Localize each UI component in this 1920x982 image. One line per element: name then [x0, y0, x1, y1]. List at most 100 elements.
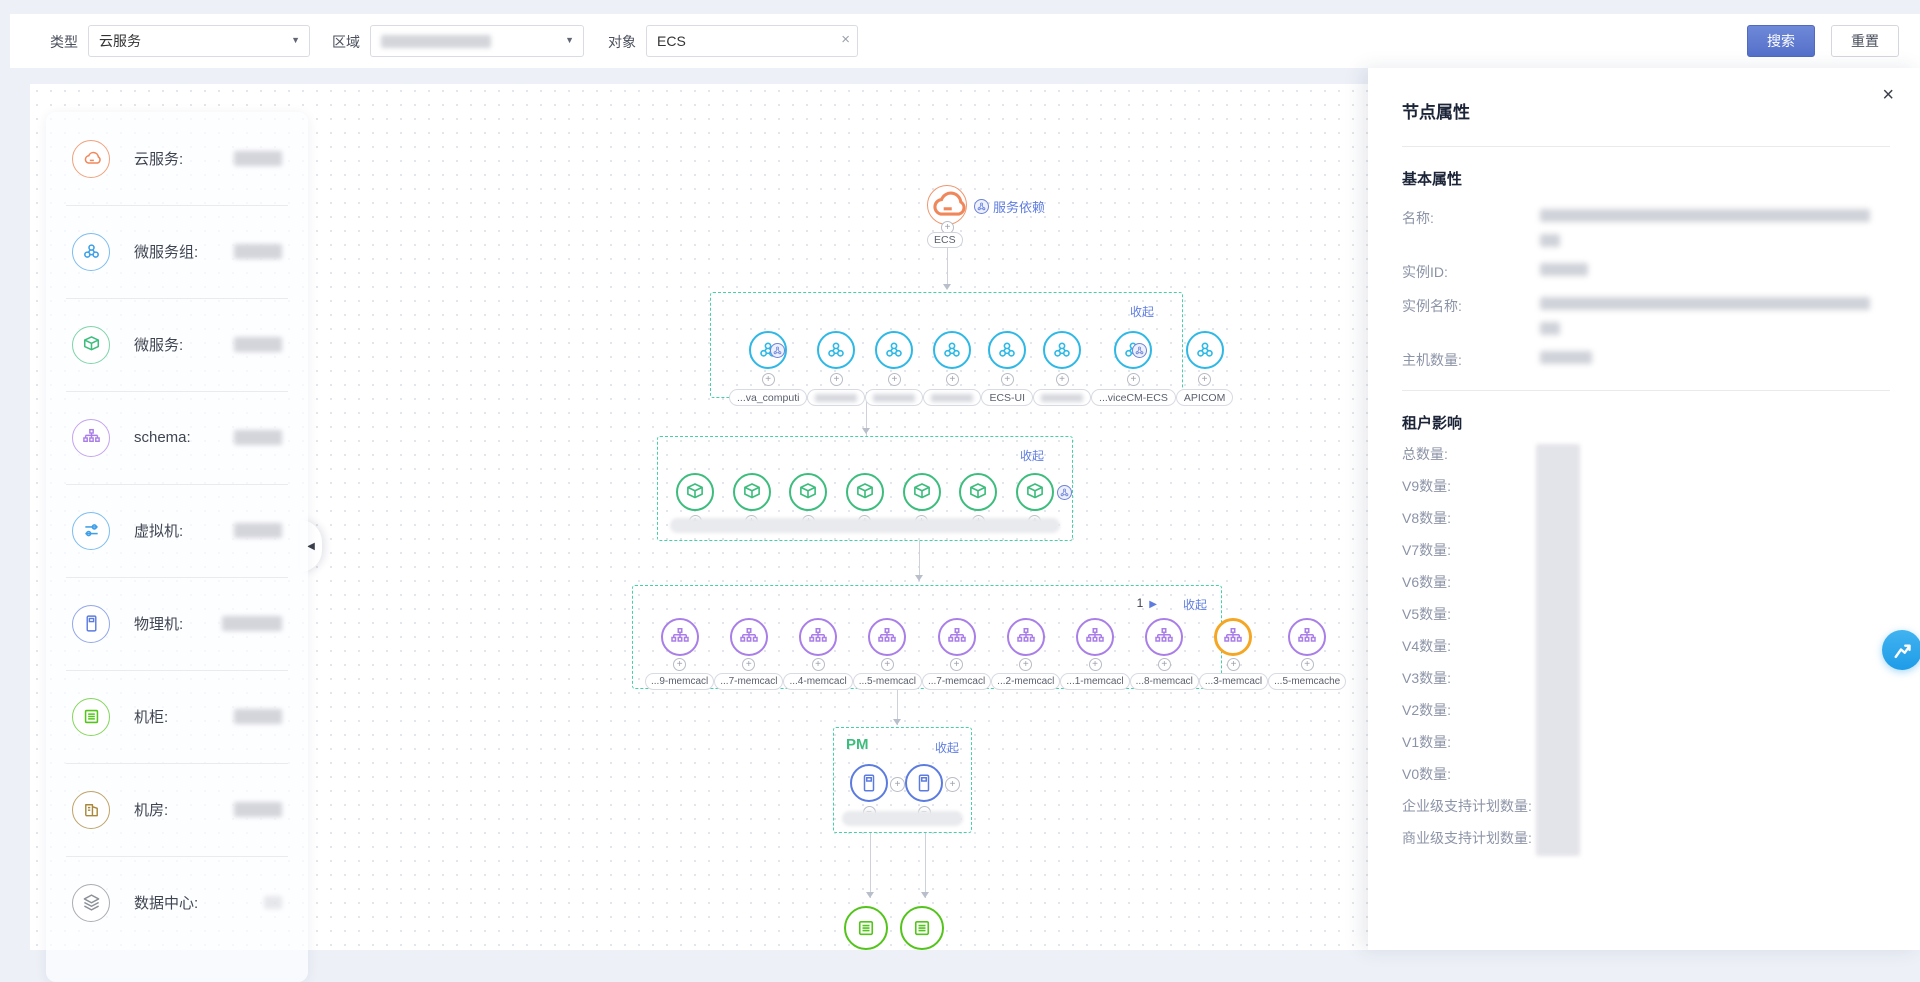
microservice-icon: [685, 482, 705, 502]
microservice-group-node[interactable]: [875, 331, 913, 369]
sidebar-item-microservice[interactable]: 微服务:: [46, 298, 308, 391]
schema-node[interactable]: [1145, 618, 1183, 656]
schema-node[interactable]: [938, 618, 976, 656]
schema-node[interactable]: [1076, 618, 1114, 656]
sidebar-item-machine-room[interactable]: 机房:: [46, 763, 308, 856]
physical-machine-node[interactable]: [850, 764, 888, 802]
collapse-link[interactable]: 收起: [1020, 447, 1044, 464]
schema-icon: [739, 627, 759, 647]
node: + ...7-memcacl: [714, 618, 783, 690]
expand-icon[interactable]: +: [881, 658, 894, 671]
next-page-icon[interactable]: ▶: [1149, 599, 1157, 610]
microservice-group-node[interactable]: [817, 331, 855, 369]
pager[interactable]: 1▶: [1137, 596, 1157, 610]
expand-icon[interactable]: +: [1056, 373, 1069, 386]
schema-node[interactable]: [730, 618, 768, 656]
trend-arrows-icon: [1892, 640, 1912, 660]
collapse-link[interactable]: 收起: [935, 739, 959, 756]
relation-badge-icon[interactable]: [770, 343, 785, 358]
schema-icon: [808, 627, 828, 647]
microservice-group-icon: [884, 340, 904, 360]
relation-badge-icon[interactable]: [1057, 485, 1072, 500]
expand-icon[interactable]: +: [950, 658, 963, 671]
object-input[interactable]: [647, 26, 857, 56]
node-labels-masked: [842, 811, 963, 826]
schema-node[interactable]: [799, 618, 837, 656]
schema-node[interactable]: [661, 618, 699, 656]
expand-icon[interactable]: +: [762, 373, 775, 386]
expand-icon[interactable]: +: [888, 373, 901, 386]
microservice-node[interactable]: [733, 473, 771, 511]
collapse-link[interactable]: 收起: [1130, 303, 1154, 320]
pm-box: PM 收起 + − + −: [833, 727, 972, 833]
value-masked: [1540, 234, 1560, 247]
expand-icon[interactable]: +: [1198, 373, 1211, 386]
expand-right-icon[interactable]: +: [945, 777, 960, 792]
schema-node[interactable]: [1007, 618, 1045, 656]
sidebar-item-physical-machine[interactable]: 物理机:: [46, 577, 308, 670]
edge-arrow-icon: [921, 892, 929, 898]
value-masked: [1540, 297, 1870, 310]
sidebar-item-microservice-group[interactable]: 微服务组:: [46, 205, 308, 298]
tenant-label: V6数量:: [1402, 572, 1451, 592]
type-select[interactable]: 云服务 ▼: [88, 25, 310, 57]
count-masked: [234, 802, 282, 817]
expand-icon[interactable]: +: [742, 658, 755, 671]
search-button[interactable]: 搜索: [1747, 25, 1815, 57]
region-select[interactable]: ▼: [370, 25, 584, 57]
rack-icon: [912, 918, 932, 938]
expand-icon[interactable]: +: [1127, 373, 1140, 386]
schema-icon: [877, 627, 897, 647]
service-dependency-tag[interactable]: 服务依赖: [974, 197, 1045, 216]
sidebar-item-virtual-machine[interactable]: 虚拟机:: [46, 484, 308, 577]
microservice-node[interactable]: [846, 473, 884, 511]
expand-icon[interactable]: +: [946, 373, 959, 386]
sidebar-item-datacenter[interactable]: 数据中心:: [46, 856, 308, 949]
rack-node[interactable]: [844, 906, 888, 950]
expand-icon[interactable]: +: [1301, 658, 1314, 671]
relation-badge-icon[interactable]: [1132, 343, 1147, 358]
expand-icon[interactable]: +: [1089, 658, 1102, 671]
expand-icon[interactable]: +: [1158, 658, 1171, 671]
expand-icon[interactable]: +: [830, 373, 843, 386]
tenant-label: V1数量:: [1402, 732, 1451, 752]
expand-icon[interactable]: +: [1001, 373, 1014, 386]
count-masked: [234, 430, 282, 445]
microservice-group-node[interactable]: [988, 331, 1026, 369]
schema-node[interactable]: [868, 618, 906, 656]
datacenter-icon: [72, 884, 110, 922]
expand-icon[interactable]: +: [1019, 658, 1032, 671]
microservice-node[interactable]: [676, 473, 714, 511]
clear-icon[interactable]: ×: [841, 31, 850, 48]
count-masked: [264, 896, 282, 909]
microservice-node[interactable]: [789, 473, 827, 511]
schema-node[interactable]: [1214, 618, 1252, 656]
schema-icon: [72, 419, 110, 457]
sidebar-item-schema[interactable]: schema:: [46, 391, 308, 484]
microservice-group-node[interactable]: [1186, 331, 1224, 369]
microservice-group-node[interactable]: [1043, 331, 1081, 369]
node-label: ...7-memcacl: [714, 673, 783, 690]
microservice-icon: [1025, 482, 1045, 502]
node-label: ...1-memcacl: [1060, 673, 1129, 690]
microservice-node[interactable]: [903, 473, 941, 511]
sidebar-item-rack[interactable]: 机柜:: [46, 670, 308, 763]
expand-right-icon[interactable]: +: [890, 777, 905, 792]
collapse-link[interactable]: 收起: [1183, 596, 1207, 613]
expand-icon[interactable]: +: [1227, 658, 1240, 671]
expand-icon[interactable]: +: [673, 658, 686, 671]
physical-machine-node[interactable]: [905, 764, 943, 802]
monitor-float-button[interactable]: [1882, 630, 1920, 670]
node-label: ...5-memcache: [1268, 673, 1346, 690]
reset-button[interactable]: 重置: [1831, 25, 1899, 57]
expand-icon[interactable]: +: [812, 658, 825, 671]
microservice-node[interactable]: [959, 473, 997, 511]
cloud-service-node[interactable]: [927, 185, 967, 225]
microservice-group-node[interactable]: [933, 331, 971, 369]
node-label: ...viceCM-ECS: [1091, 389, 1176, 406]
schema-node[interactable]: [1288, 618, 1326, 656]
rack-node[interactable]: [900, 906, 944, 950]
sidebar-item-cloud-service[interactable]: 云服务:: [46, 112, 308, 205]
close-icon[interactable]: ×: [1882, 84, 1894, 107]
microservice-node[interactable]: [1016, 473, 1054, 511]
